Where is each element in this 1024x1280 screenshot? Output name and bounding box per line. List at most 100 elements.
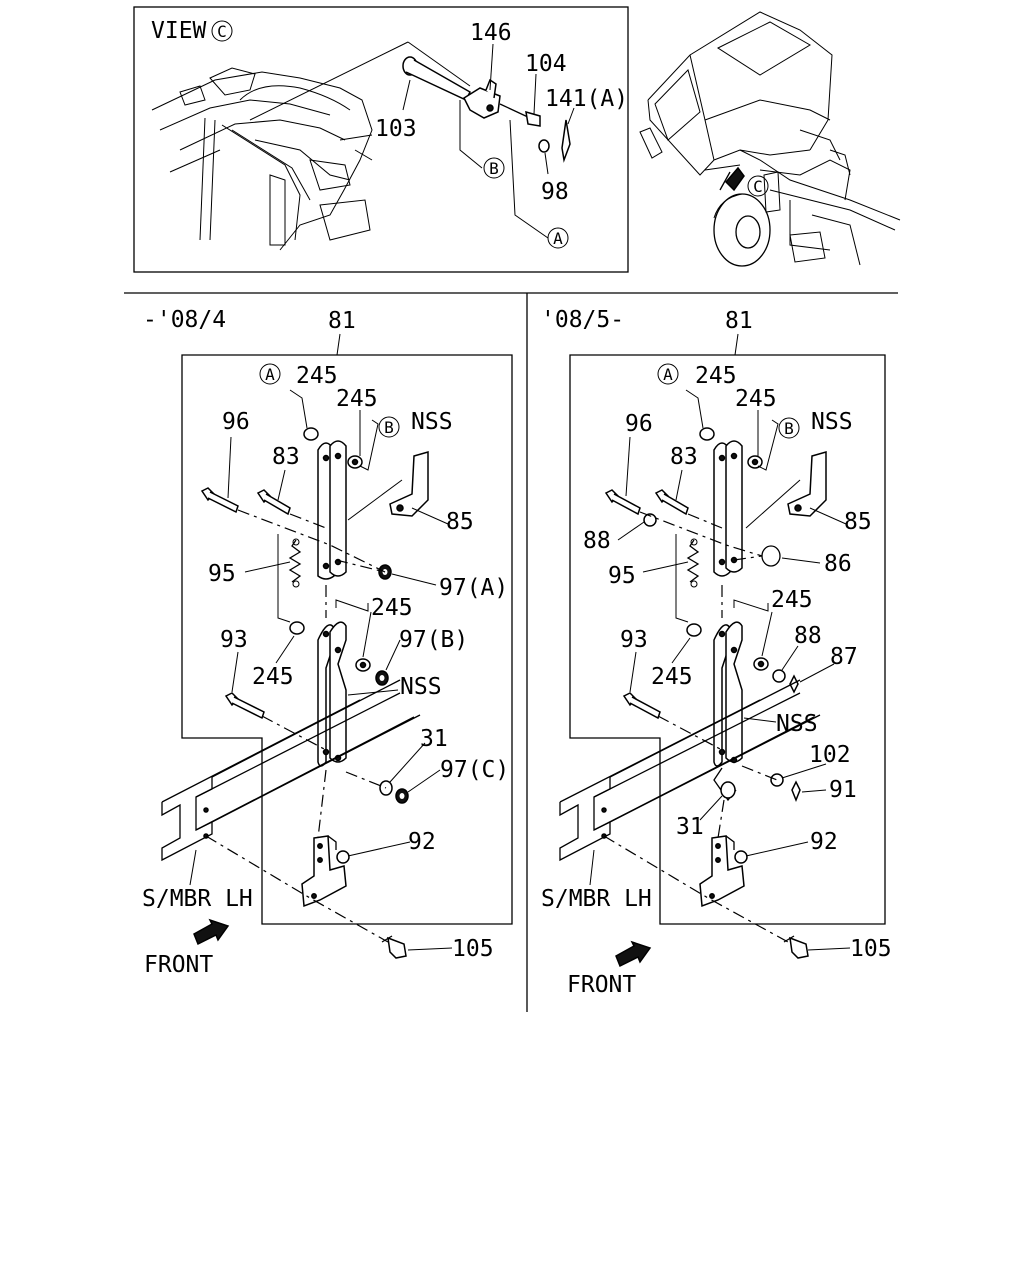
truck-view: C <box>639 11 901 267</box>
left-label-245a: 245 <box>296 363 338 389</box>
right-bracket-92 <box>699 835 748 908</box>
left-label-105: 105 <box>452 936 494 962</box>
left-label-85: 85 <box>446 509 474 535</box>
engine-sketch <box>151 41 471 251</box>
left-label-93: 93 <box>220 627 248 653</box>
right-bracket-85 <box>787 451 827 517</box>
left-panel: -'08/4 81 <box>142 307 513 978</box>
right-label-87: 87 <box>830 644 858 670</box>
left-front-arrow-icon <box>193 918 230 946</box>
right-label-95: 95 <box>608 563 636 589</box>
marker-a-circle <box>547 227 569 249</box>
right-front-label: FRONT <box>567 972 636 998</box>
right-label-83: 83 <box>670 444 698 470</box>
label-103: 103 <box>375 116 417 142</box>
left-label-81: 81 <box>328 308 356 334</box>
right-ring-86 <box>761 545 781 567</box>
left-bolt-105 <box>381 935 407 959</box>
left-label-97a: 97(A) <box>439 575 508 601</box>
right-label-105: 105 <box>850 936 892 962</box>
left-bolt-96 <box>200 487 239 514</box>
right-front-arrow-icon <box>615 940 652 968</box>
right-upper-link <box>713 440 743 577</box>
marker-b: B <box>489 159 499 178</box>
view-c-panel: VIEW C <box>133 6 629 273</box>
right-bolt-105 <box>783 935 809 959</box>
right-label-245a: 245 <box>695 363 737 389</box>
left-bracket-92 <box>301 835 350 908</box>
right-label-93: 93 <box>620 627 648 653</box>
right-marker-b: B <box>784 419 794 438</box>
left-bolt-93 <box>224 692 265 720</box>
right-pin-87 <box>789 674 799 694</box>
cotter-141 <box>561 119 571 163</box>
truck-wheel <box>713 193 771 267</box>
right-label-245d: 245 <box>651 664 693 690</box>
right-label-245b: 245 <box>735 386 777 412</box>
right-label-31: 31 <box>676 814 704 840</box>
right-side-member <box>559 679 821 862</box>
right-label-92: 92 <box>810 829 838 855</box>
right-spring-95 <box>686 538 700 588</box>
right-label-88b: 88 <box>794 623 822 649</box>
view-c-title: VIEW <box>151 18 207 44</box>
left-upper-link <box>317 440 347 580</box>
right-label-81: 81 <box>725 308 753 334</box>
left-label-83: 83 <box>272 444 300 470</box>
washer-98 <box>538 139 550 153</box>
bolt-104 <box>499 103 541 127</box>
view-arrow <box>724 166 745 192</box>
view-c-mark: C <box>217 22 227 41</box>
right-bolt-96 <box>604 489 641 516</box>
left-marker-b: B <box>384 418 394 437</box>
left-label-96: 96 <box>222 409 250 435</box>
bracket-146 <box>463 78 501 119</box>
right-label-88a: 88 <box>583 528 611 554</box>
right-marker-a: A <box>663 365 673 384</box>
left-label-92: 92 <box>408 829 436 855</box>
left-spring-95 <box>288 538 302 588</box>
label-141a: 141(A) <box>545 86 628 112</box>
right-label-85: 85 <box>844 509 872 535</box>
right-label-91: 91 <box>829 777 857 803</box>
left-label-245c: 245 <box>371 595 413 621</box>
left-label-97c: 97(C) <box>440 757 509 783</box>
right-panel: '08/5- 81 <box>541 307 892 998</box>
left-lower-link <box>317 621 347 767</box>
right-label-nss2: NSS <box>776 711 818 737</box>
left-label-nss2: NSS <box>400 674 442 700</box>
right-period: '08/5- <box>541 307 624 333</box>
left-label-95: 95 <box>208 561 236 587</box>
right-pin-91 <box>791 780 801 803</box>
right-label-86: 86 <box>824 551 852 577</box>
left-label-97b: 97(B) <box>399 627 468 653</box>
right-label-nss1: NSS <box>811 409 853 435</box>
right-bolt-83 <box>654 489 689 516</box>
left-label-31: 31 <box>420 726 448 752</box>
marker-b-circle <box>483 157 505 179</box>
label-98: 98 <box>541 179 569 205</box>
left-assembly-border <box>181 354 513 925</box>
left-bracket-85 <box>389 451 429 517</box>
left-label-245d: 245 <box>252 664 294 690</box>
right-bolt-93 <box>622 692 661 720</box>
right-label-96: 96 <box>625 411 653 437</box>
left-bolt-83 <box>256 489 291 516</box>
left-frame-label: S/MBR LH <box>142 886 253 912</box>
left-label-245b: 245 <box>336 386 378 412</box>
label-146: 146 <box>470 20 512 46</box>
view-c-circle <box>211 20 233 42</box>
right-label-245c: 245 <box>771 587 813 613</box>
left-label-nss1: NSS <box>411 409 453 435</box>
right-frame-label: S/MBR LH <box>541 886 652 912</box>
truck-view-c-circle <box>747 175 769 197</box>
left-period: -'08/4 <box>143 307 226 333</box>
right-assembly-border <box>569 354 886 925</box>
label-104: 104 <box>525 51 567 77</box>
left-side-member <box>161 679 421 862</box>
left-marker-a: A <box>265 365 275 384</box>
marker-a: A <box>553 229 563 248</box>
truck-view-c-mark: C <box>753 177 763 196</box>
view-c-border <box>133 6 629 273</box>
